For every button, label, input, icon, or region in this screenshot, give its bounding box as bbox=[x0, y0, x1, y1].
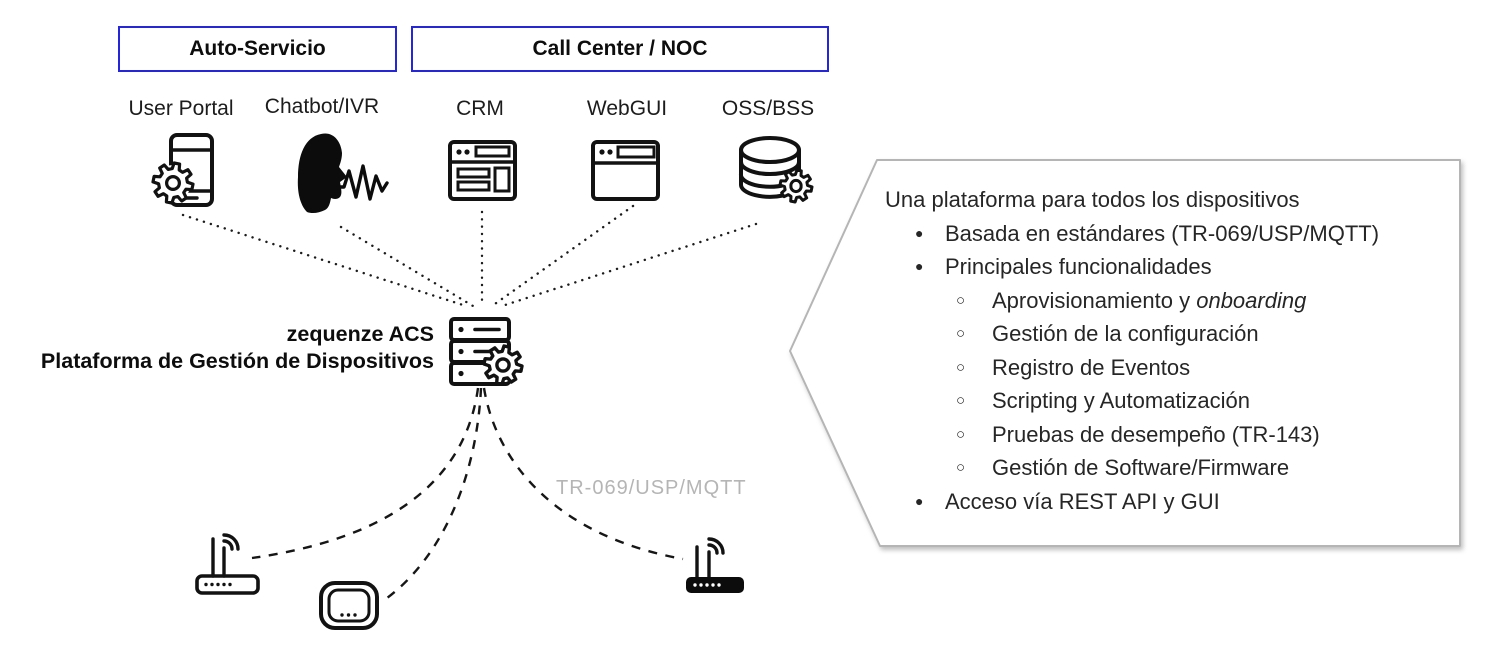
access-point-icon bbox=[319, 581, 379, 630]
callout-intro: Una plataforma para todos los dispositiv… bbox=[885, 187, 1300, 212]
callout-item: ○ Gestión de Software/Firmware bbox=[885, 451, 1460, 485]
callout-content: Una plataforma para todos los dispositiv… bbox=[885, 183, 1460, 518]
callout-item: ○ Gestión de la configuración bbox=[885, 317, 1460, 351]
dashed-links bbox=[251, 387, 684, 602]
bullet-marker: ○ bbox=[956, 325, 966, 342]
channel-label-chatbot-ivr: Chatbot/IVR bbox=[264, 95, 380, 118]
connector-webgui bbox=[490, 204, 635, 308]
platform-title: zequenze ACS Plataforma de Gestión de Di… bbox=[38, 321, 434, 375]
callout-item-text: Principales funcionalidades bbox=[945, 254, 1212, 279]
wifi-router-filled-icon bbox=[686, 537, 744, 593]
callout-item: ○ Scripting y Automatización bbox=[885, 384, 1460, 418]
callout-item: ○ Registro de Eventos bbox=[885, 351, 1460, 385]
callout-item-text: Gestión de Software/Firmware bbox=[992, 455, 1290, 480]
callout-item-text: Pruebas de desempeño (TR-143) bbox=[992, 421, 1320, 447]
bullet-marker: ○ bbox=[956, 291, 966, 309]
bullet-marker: ○ bbox=[956, 392, 966, 409]
callout-item-text: Scripting y Automatización bbox=[992, 388, 1251, 413]
callout-item-text: Acceso vía REST API y GUI bbox=[945, 488, 1220, 514]
server-gear-icon bbox=[449, 317, 524, 386]
callout-item: ● Principales funcionalidades bbox=[885, 250, 1460, 284]
bullet-marker: ● bbox=[915, 492, 924, 509]
callout-item-text: Registro de Eventos bbox=[992, 354, 1191, 380]
bullet-marker: ○ bbox=[956, 459, 966, 476]
channel-label-crm: CRM bbox=[456, 97, 504, 120]
group-box-call-center-noc: Call Center / NOC bbox=[411, 26, 829, 72]
group-box-label: Call Center / NOC bbox=[532, 37, 708, 60]
callout-item-text: Basada en estándares (TR-069/USP/MQTT) bbox=[945, 220, 1380, 246]
wifi-router-outline-icon bbox=[195, 533, 260, 595]
dotted-connectors bbox=[181, 204, 758, 308]
group-box-auto-servicio: Auto-Servicio bbox=[118, 26, 397, 72]
callout-shape bbox=[789, 159, 1461, 547]
link-access-point bbox=[382, 387, 483, 602]
callout-item-italic: onboarding bbox=[1196, 287, 1307, 313]
platform-title-line1: zequenze ACS bbox=[286, 322, 434, 346]
connector-ossbss bbox=[500, 222, 758, 308]
browser-content-icon bbox=[448, 140, 517, 201]
callout-item: ○ Aprovisionamiento y onboarding bbox=[885, 284, 1460, 318]
smartphone-gear-icon bbox=[151, 133, 214, 207]
group-box-label: Auto-Servicio bbox=[189, 37, 326, 60]
bullet-marker: ○ bbox=[956, 425, 966, 443]
channel-label-user-portal: User Portal bbox=[128, 97, 234, 120]
callout-item: ○ Pruebas de desempeño (TR-143) bbox=[885, 418, 1460, 452]
connector-chatbot bbox=[339, 225, 475, 308]
protocol-label: TR-069/USP/MQTT bbox=[556, 477, 747, 499]
link-right-router bbox=[482, 387, 684, 561]
database-gear-icon bbox=[738, 136, 814, 204]
callout-item: ● Acceso vía REST API y GUI bbox=[885, 485, 1460, 519]
callout-item: ● Basada en estándares (TR-069/USP/MQTT) bbox=[885, 217, 1460, 251]
callout-item-text: Gestión de la configuración bbox=[992, 321, 1259, 346]
callout-item-text: Aprovisionamiento y bbox=[992, 287, 1197, 313]
bullet-marker: ● bbox=[915, 258, 924, 274]
bullet-marker: ● bbox=[915, 224, 924, 241]
chatbot-face-icon bbox=[297, 133, 389, 214]
platform-title-line2: Plataforma de Gestión de Dispositivos bbox=[40, 349, 434, 373]
link-left-router bbox=[251, 387, 480, 560]
channel-label-webgui: WebGUI bbox=[586, 97, 668, 120]
browser-icon bbox=[591, 140, 660, 201]
bullet-marker: ○ bbox=[956, 358, 966, 376]
channel-label-oss-bss: OSS/BSS bbox=[721, 97, 815, 120]
connector-user-portal bbox=[181, 213, 468, 308]
